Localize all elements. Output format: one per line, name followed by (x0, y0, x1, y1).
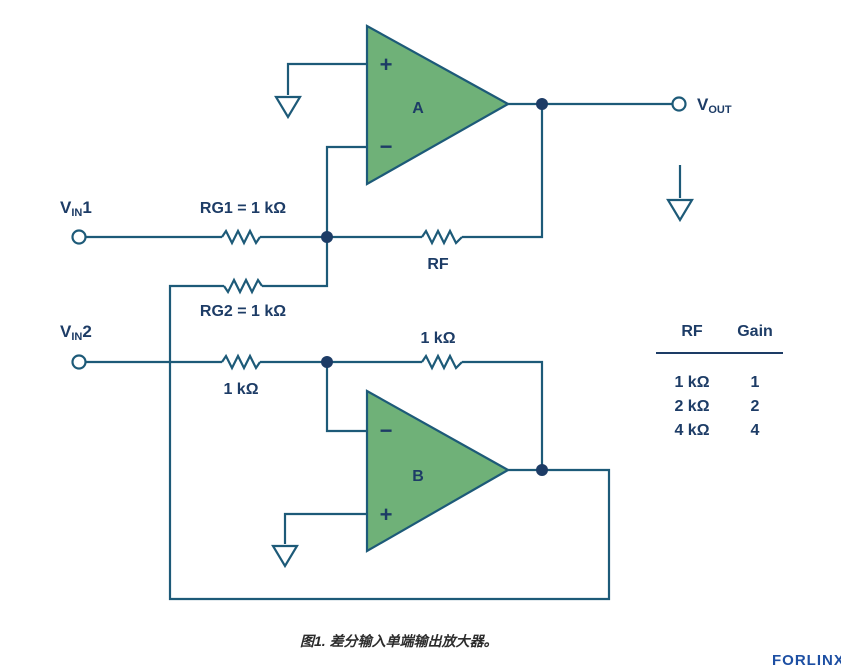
feedback-rf-wire (462, 104, 544, 239)
opamp-b-plus-ground-wire (283, 512, 367, 544)
r-top-b-resistor (421, 353, 463, 371)
opamp-b-label: B (412, 468, 424, 485)
table-row-3-rf: 4 kΩ (674, 422, 709, 439)
r-in-b-label: 1 kΩ (223, 381, 258, 398)
table-row-2-rf: 2 kΩ (674, 398, 709, 415)
junction-node-a (321, 231, 333, 243)
table-row-1-rf: 1 kΩ (674, 374, 709, 391)
opamp-b-feedback-wire (462, 360, 544, 470)
junction-output-b (536, 464, 548, 476)
gain-table: RF Gain 1 kΩ 1 2 kΩ 2 4 kΩ 4 (656, 323, 783, 439)
rg1-label: RG1 = 1 kΩ (200, 200, 286, 217)
opamp-a-minus-sign: − (380, 134, 393, 159)
opamp-a-plus-sign: + (380, 52, 393, 77)
table-header-rf: RF (681, 323, 703, 340)
vin2-label: VIN2 (60, 322, 92, 343)
opamp-a-plus-ground-wire (286, 62, 367, 95)
r-top-b-label: 1 kΩ (420, 330, 455, 347)
opamp-a (365, 24, 511, 186)
rg2-resistor (223, 277, 263, 295)
opamp-b-plus-sign: + (380, 502, 393, 527)
ground-symbol-b (271, 544, 299, 569)
figure-caption: 图1. 差分输入单端输出放大器。 (300, 633, 498, 649)
table-row-3-gain: 4 (751, 422, 760, 439)
junction-node-b (321, 356, 333, 368)
rg2-return-wire (168, 284, 611, 601)
vin1-terminal (71, 229, 87, 245)
rf-resistor (421, 228, 463, 246)
opamp-b-minus-sign: − (380, 418, 393, 443)
opamp-b (365, 389, 511, 553)
rg2-label: RG2 = 1 kΩ (200, 303, 286, 320)
vout-terminal (671, 96, 687, 112)
rg1-resistor (221, 228, 261, 246)
junction-output (536, 98, 548, 110)
node-to-rg2-wire (262, 237, 329, 288)
forlinx-logo: FORLINX (772, 652, 841, 669)
table-header-gain: Gain (737, 323, 773, 340)
vin2-terminal (71, 354, 87, 370)
rf-label: RF (427, 256, 449, 273)
ground-symbol-right (666, 198, 694, 223)
opamp-a-label: A (412, 100, 424, 117)
vin1-label: VIN1 (60, 198, 92, 219)
r-in-b-resistor (221, 353, 261, 371)
table-row-1-gain: 1 (751, 374, 760, 391)
ground-symbol-a (274, 95, 302, 120)
table-row-2-gain: 2 (751, 398, 760, 415)
opamp-a-minus-wire (325, 145, 367, 237)
vout-label: VOUT (697, 95, 732, 116)
opamp-b-minus-wire (325, 362, 367, 433)
